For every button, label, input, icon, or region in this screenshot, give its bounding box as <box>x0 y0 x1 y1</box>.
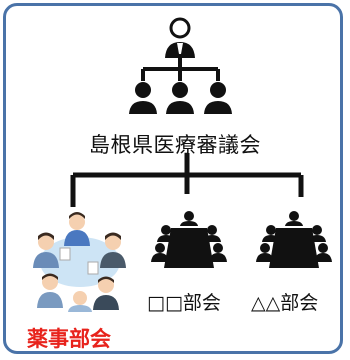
council-title: 島根県医療審議会 <box>89 133 261 157</box>
subcommittee-label-3: △△部会 <box>251 292 319 314</box>
top-connectors <box>141 58 220 81</box>
meeting-illustration <box>33 212 126 312</box>
subcommittee-label-2: □□部会 <box>147 292 221 314</box>
member-icon <box>166 82 194 114</box>
diagram-frame <box>3 3 343 354</box>
chairman-icon <box>165 17 195 58</box>
member-icon <box>204 82 232 114</box>
subcommittee-label-pharmaceutical: 薬事部会 <box>27 327 111 351</box>
meeting-icon <box>256 211 332 268</box>
meeting-icon <box>151 211 227 268</box>
bottom-connectors <box>70 153 304 207</box>
member-icon <box>129 82 157 114</box>
